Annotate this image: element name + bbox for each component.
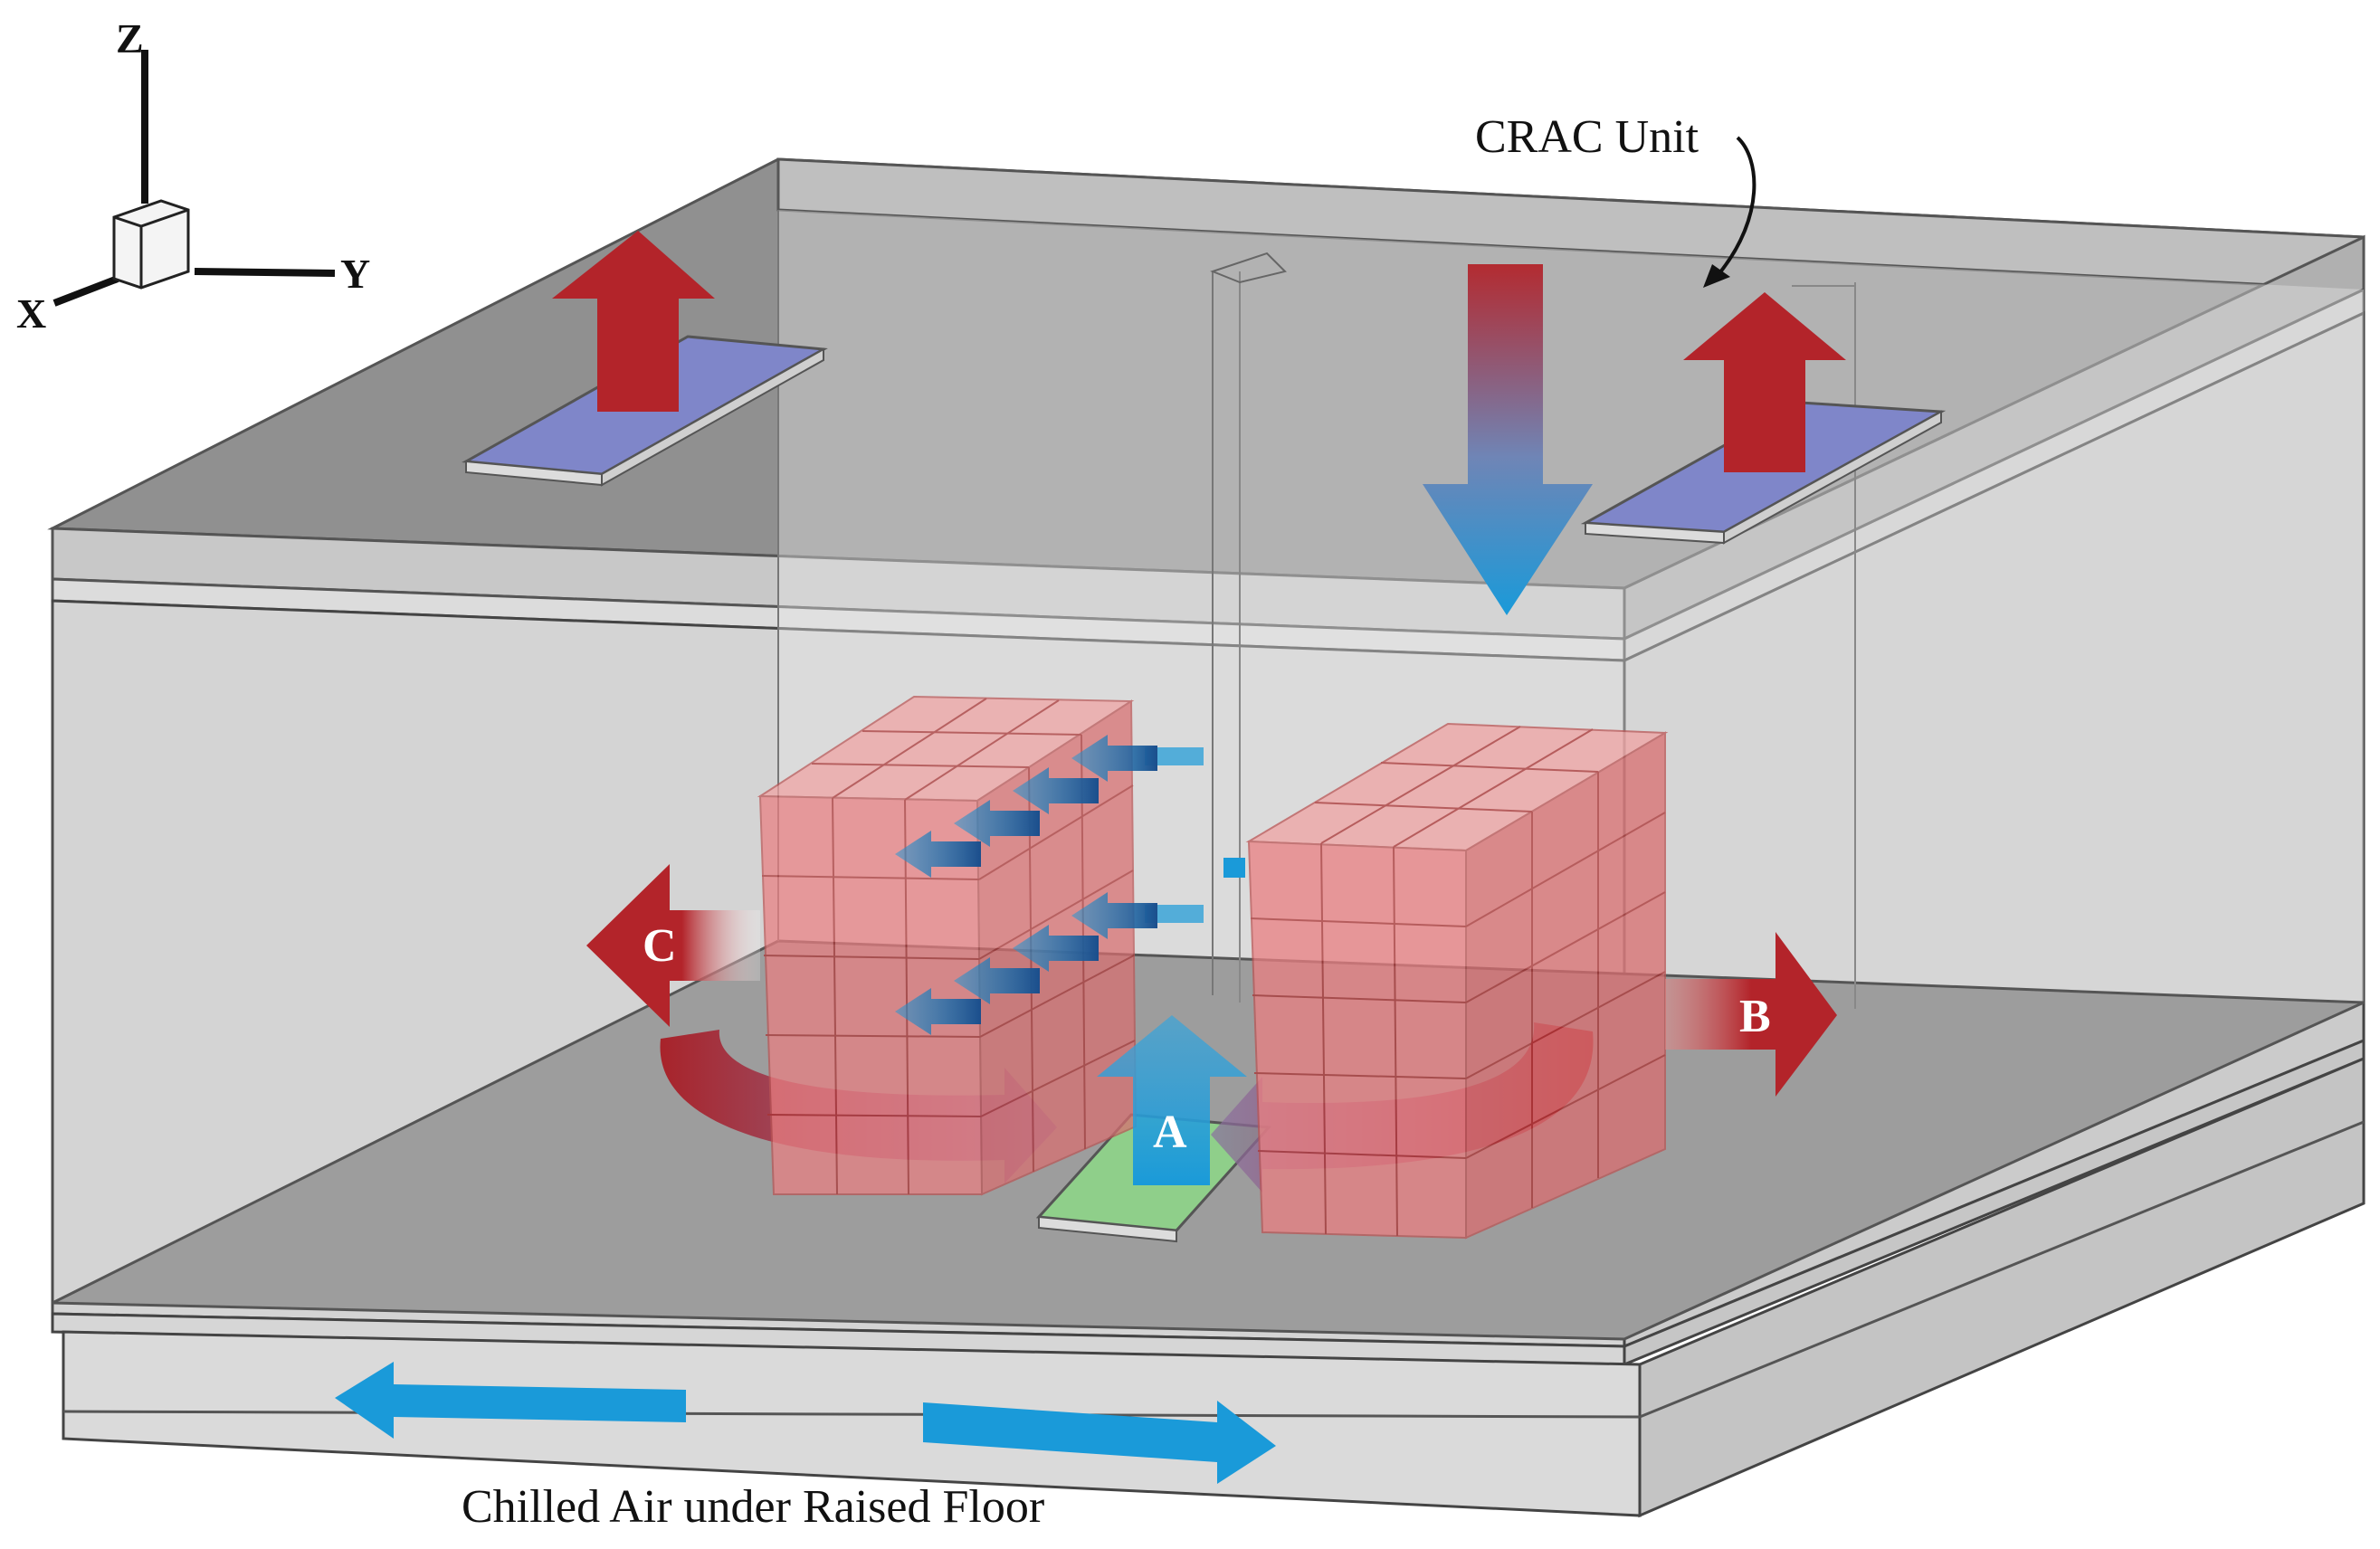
label-c: C [643,920,677,972]
label-b: B [1739,991,1771,1042]
axis-triad [52,50,336,307]
y-axis-label: Y [340,251,370,297]
rack-inlet-arrows [895,735,1245,1035]
exhaust-arrow-right [1683,292,1846,472]
raised-floor-label: Chilled Air under Raised Floor [462,1481,1044,1533]
crac-unit-label: CRAC Unit [1475,111,1699,163]
airflow-arrow-b [1665,932,1837,1097]
label-a: A [1153,1107,1187,1158]
server-rack-right [1245,722,1669,1240]
crac-supply-arrow [1423,264,1593,615]
raised-floor [51,1038,2366,1518]
server-rack-left [757,695,1138,1196]
x-axis-label: X [16,290,46,337]
crac-pointer-head [1703,264,1730,288]
crac-pointer-arrow [1718,136,1756,275]
airflow-arrow-c [586,864,760,1027]
underfloor-arrow-right [923,1401,1276,1484]
exhaust-arrow-left [552,231,715,412]
airflow-arrow-a [1097,1015,1247,1185]
underfloor-arrow-left [335,1362,686,1439]
z-axis-label: Z [116,15,144,62]
